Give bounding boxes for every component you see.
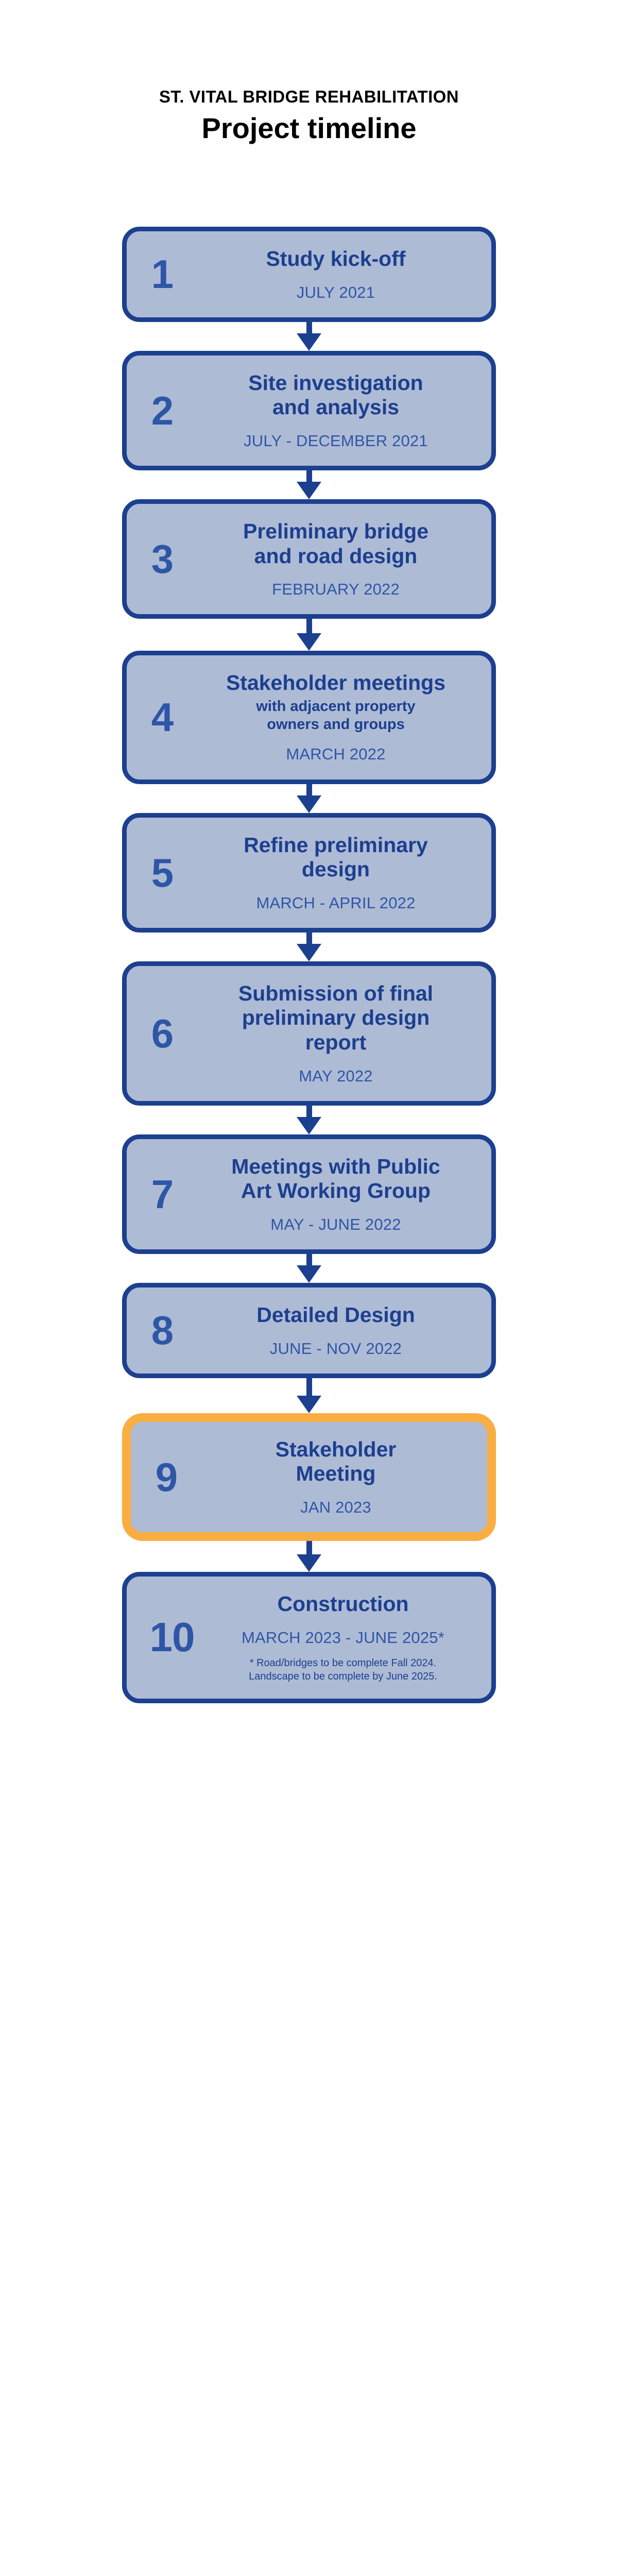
step-date: JULY - DECEMBER 2021: [244, 431, 428, 450]
step-number: 4: [151, 694, 174, 740]
step-title: Submission of final preliminary design r…: [238, 981, 434, 1054]
step-body: Stakeholder meetings with adjacent proper…: [193, 655, 491, 779]
arrow-down-icon: [297, 784, 321, 813]
step-number: 5: [151, 850, 174, 895]
arrow-head: [297, 1265, 321, 1283]
step-date: MAY - JUNE 2022: [270, 1215, 401, 1233]
arrow-down-icon: [297, 470, 321, 500]
timeline-step-6: 6 Submission of final preliminary design …: [122, 961, 496, 1106]
step-subtitle: with adjacent property owners and groups: [256, 698, 416, 733]
step-footnote: * Road/bridges to be complete Fall 2024.…: [249, 1657, 437, 1682]
arrow-down-icon: [297, 1105, 321, 1134]
arrow-shaft: [306, 932, 312, 944]
step-date: JULY 2021: [296, 283, 375, 301]
arrow-down-icon: [297, 619, 321, 651]
step-number: 3: [151, 536, 174, 582]
arrow-shaft: [306, 1378, 312, 1396]
arrow-down-icon: [297, 321, 321, 351]
arrow-down-icon: [297, 1541, 321, 1572]
arrow-shaft: [306, 470, 312, 483]
step-number: 9: [155, 1454, 178, 1500]
step-title: Stakeholder meetings: [226, 671, 446, 695]
step-number: 6: [151, 1010, 174, 1056]
step-title: Meetings with Public Art Working Group: [231, 1154, 440, 1203]
arrow-head: [297, 943, 321, 961]
step-date: JAN 2023: [300, 1498, 371, 1516]
step-number: 10: [149, 1614, 195, 1660]
arrow-shaft: [306, 1541, 312, 1555]
step-date: MARCH 2022: [286, 745, 386, 764]
arrow-head: [297, 1395, 321, 1413]
step-date: MARCH 2023 - JUNE 2025*: [242, 1628, 444, 1647]
step-number: 8: [151, 1308, 174, 1353]
step-title: Refine preliminary design: [244, 833, 428, 882]
arrow-head: [297, 795, 321, 813]
step-date: JUNE - NOV 2022: [269, 1339, 402, 1358]
page-header: ST. VITAL BRIDGE REHABILITATION Project …: [0, 87, 618, 145]
step-body: Submission of final preliminary design r…: [193, 966, 491, 1101]
arrow-shaft: [306, 784, 312, 796]
arrow-head: [297, 482, 321, 500]
arrow-down-icon: [297, 932, 321, 961]
step-title: Detailed Design: [256, 1303, 415, 1327]
step-number: 1: [151, 251, 174, 297]
arrow-shaft: [306, 1105, 312, 1117]
step-title: Stakeholder Meeting: [275, 1437, 397, 1486]
step-number: 2: [151, 387, 174, 433]
step-title: Construction: [277, 1592, 409, 1616]
arrow-shaft: [306, 1254, 312, 1266]
step-title: Site investigation and analysis: [248, 370, 423, 419]
arrow-head: [297, 1554, 321, 1572]
step-date: MAY 2022: [299, 1066, 373, 1085]
page-title: Project timeline: [201, 112, 417, 145]
arrow-shaft: [306, 321, 312, 334]
arrow-down-icon: [297, 1254, 321, 1283]
step-number: 7: [151, 1171, 174, 1217]
project-name: ST. VITAL BRIDGE REHABILITATION: [159, 87, 459, 106]
step-date: MARCH - APRIL 2022: [256, 893, 416, 912]
arrow-head: [297, 1116, 321, 1134]
step-title: Study kick-off: [266, 247, 406, 270]
step-date: FEBRUARY 2022: [272, 580, 400, 599]
arrow-shaft: [306, 619, 312, 634]
timeline-step-4: 4 Stakeholder meetings with adjacent prope…: [122, 651, 496, 784]
arrow-head: [297, 633, 321, 651]
arrow-head: [297, 333, 321, 351]
arrow-down-icon: [297, 1378, 321, 1413]
step-title: Preliminary bridge and road design: [243, 519, 428, 568]
